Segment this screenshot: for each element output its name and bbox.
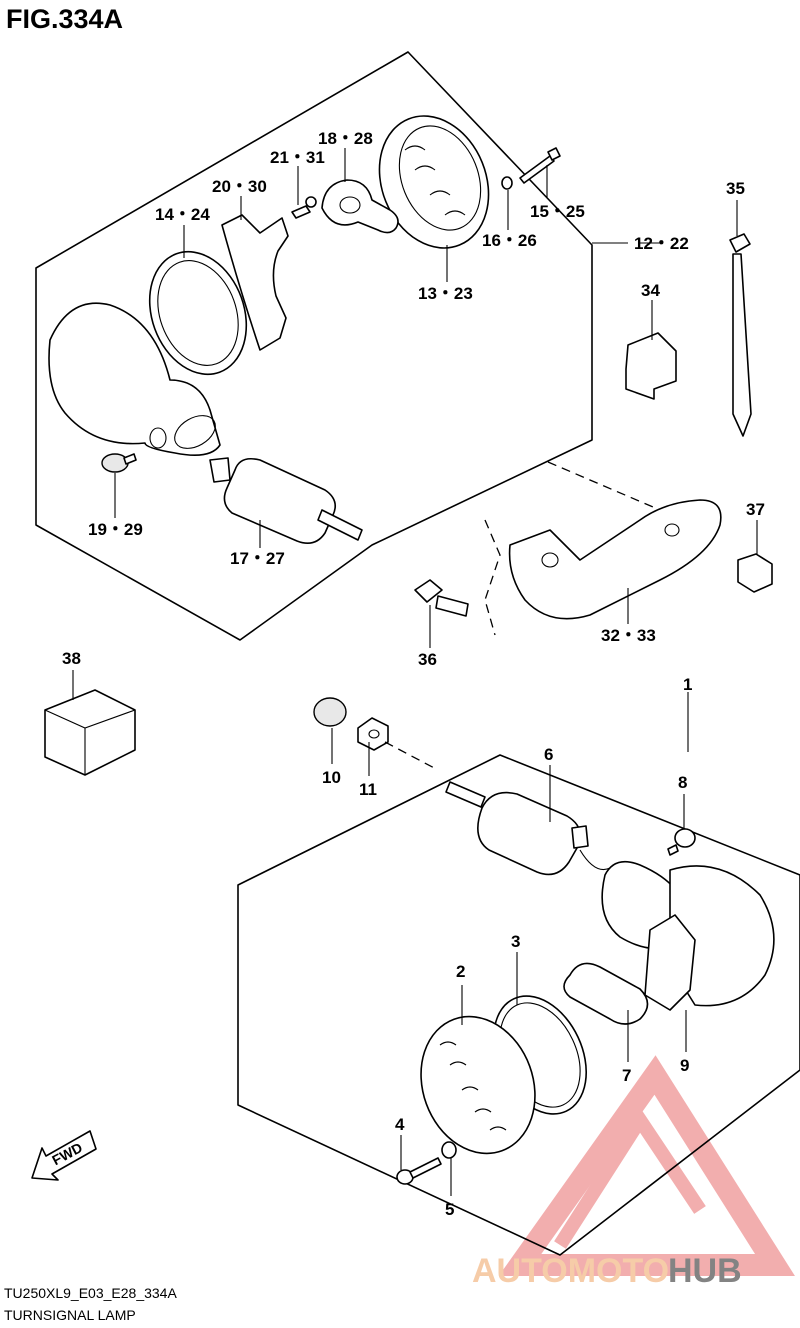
callout-10: 10 bbox=[322, 768, 341, 787]
callout-9: 9 bbox=[680, 1056, 689, 1075]
callout-34: 34 bbox=[641, 281, 660, 300]
callout-8: 8 bbox=[678, 773, 687, 792]
stem-upper-part bbox=[209, 457, 363, 544]
bulb-lower-part bbox=[563, 962, 649, 1025]
callout-16-26: 16・26 bbox=[482, 231, 537, 250]
screw-4-part bbox=[396, 1157, 442, 1185]
callout-6: 6 bbox=[544, 745, 553, 764]
callout-7: 7 bbox=[622, 1066, 631, 1085]
bracket-part bbox=[508, 499, 722, 620]
reflector-bracket-part bbox=[221, 214, 289, 351]
callout-36: 36 bbox=[418, 650, 437, 669]
screw-15-part bbox=[501, 147, 561, 190]
fwd-arrow-icon: FWD bbox=[31, 1130, 97, 1181]
screw-8-part bbox=[667, 828, 696, 856]
callout-4: 4 bbox=[395, 1115, 405, 1134]
callout-17-27: 17・27 bbox=[230, 549, 285, 568]
nut-37-part bbox=[737, 553, 773, 593]
grommet-10-part bbox=[313, 697, 347, 727]
callout-21-31: 21・31 bbox=[270, 148, 325, 167]
clamp-part bbox=[625, 332, 677, 400]
stem-lower-part bbox=[445, 781, 611, 876]
housing-lower-part bbox=[601, 860, 775, 1011]
watermark-text-b: HUB bbox=[668, 1252, 742, 1290]
screw-21-part bbox=[291, 196, 317, 219]
callout-1: 1 bbox=[683, 675, 692, 694]
callout-20-30: 20・30 bbox=[212, 177, 267, 196]
callout-18-28: 18・28 bbox=[318, 129, 373, 148]
callout-15-25: 15・25 bbox=[530, 202, 585, 221]
callout-32-33: 32・33 bbox=[601, 626, 656, 645]
callout-35: 35 bbox=[726, 179, 745, 198]
callout-19-29: 19・29 bbox=[88, 520, 143, 539]
lens-lower-part bbox=[420, 1015, 536, 1155]
callout-37: 37 bbox=[746, 500, 765, 519]
callout-12-22: 12・22 bbox=[634, 234, 689, 253]
callout-2: 2 bbox=[456, 962, 465, 981]
gasket-upper-part bbox=[148, 250, 248, 376]
callout-5: 5 bbox=[445, 1200, 454, 1219]
figure-title: FIG.334A bbox=[6, 4, 123, 34]
footer-name: TURNSIGNAL LAMP bbox=[4, 1307, 136, 1323]
watermark-text-a: AUTOMOTO bbox=[472, 1252, 669, 1290]
screw-19-part bbox=[101, 453, 137, 473]
callout-13-23: 13・23 bbox=[418, 284, 473, 303]
housing-shell-part bbox=[48, 302, 221, 456]
callout-11: 11 bbox=[359, 780, 377, 799]
lens-cover-part bbox=[378, 115, 490, 249]
bracket-dashed-guide bbox=[484, 461, 661, 636]
upper-assembly-outline bbox=[35, 51, 593, 641]
nut-11-part bbox=[357, 717, 389, 751]
cable-tie-part bbox=[729, 233, 752, 437]
relay-part bbox=[44, 689, 136, 776]
watermark-logo: AUTOMOTO HUB bbox=[472, 1055, 795, 1290]
callout-14-24: 14・24 bbox=[155, 205, 210, 224]
callout-3: 3 bbox=[511, 932, 520, 951]
lower-assembly-outline bbox=[237, 754, 800, 1256]
footer-code: TU250XL9_E03_E28_334A bbox=[4, 1285, 177, 1301]
washer-5-part bbox=[441, 1141, 457, 1159]
callout-38: 38 bbox=[62, 649, 81, 668]
bolt-36-part bbox=[414, 579, 469, 617]
